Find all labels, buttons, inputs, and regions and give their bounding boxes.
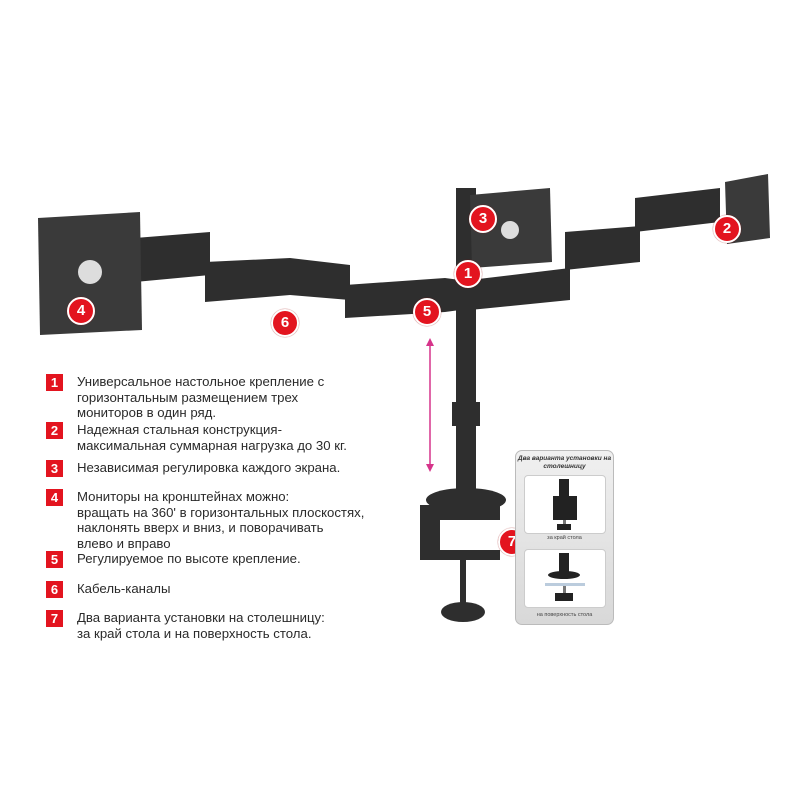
feature-text: Регулируемое по высоте крепление.	[77, 551, 301, 566]
left-inner-arm	[345, 278, 460, 318]
feature-number: 5	[46, 551, 63, 568]
feature-5: 5 Регулируемое по высоте крепление.	[46, 551, 301, 568]
feature-number: 1	[46, 374, 63, 391]
feature-text: Два варианта установки на столешницу: за…	[77, 610, 325, 641]
clamp-knob	[441, 602, 485, 622]
height-arrow	[426, 338, 434, 472]
right-inner-arm	[470, 268, 570, 310]
right-arm	[635, 188, 720, 232]
feature-4: 4 Мониторы на кронштейнах можно: вращать …	[46, 489, 364, 551]
clamp-screw	[460, 555, 466, 605]
height-collar	[452, 402, 480, 426]
marker-6: 6	[271, 309, 299, 337]
feature-number: 7	[46, 610, 63, 627]
marker-5: 5	[413, 298, 441, 326]
feature-number: 2	[46, 422, 63, 439]
inset-caption-edge: за край стола	[547, 535, 582, 541]
feature-7: 7 Два варианта установки на столешницу: з…	[46, 610, 325, 641]
surface-mount-image	[524, 549, 606, 608]
left-arm-segment	[205, 258, 350, 302]
feature-number: 6	[46, 581, 63, 598]
edge-mount-image	[524, 475, 606, 534]
feature-6: 6 Кабель-каналы	[46, 581, 170, 598]
feature-text: Универсальное настольное крепление с гор…	[77, 374, 325, 420]
feature-3: 3 Независимая регулировка каждого экрана.	[46, 460, 340, 477]
marker-1: 1	[454, 260, 482, 288]
clamp	[420, 505, 500, 560]
feature-1: 1 Универсальное настольное крепление с го…	[46, 374, 324, 421]
marker-2: 2	[713, 215, 741, 243]
inset-caption-surface: на поверхность стола	[536, 612, 593, 618]
feature-text: Независимая регулировка каждого экрана.	[77, 460, 341, 475]
right-arm-segment	[565, 226, 640, 270]
inset-title: Два варианта установки на столешницу	[517, 455, 612, 470]
feature-text: Мониторы на кронштейнах можно: вращать н…	[77, 489, 365, 551]
feature-text: Надежная стальная конструкция- максималь…	[77, 422, 347, 453]
left-arm	[135, 232, 210, 282]
marker-4: 4	[67, 297, 95, 325]
feature-2: 2 Надежная стальная конструкция- максимал…	[46, 422, 347, 453]
installation-options-inset: Два варианта установки на столешницу за …	[515, 450, 614, 625]
marker-3: 3	[469, 205, 497, 233]
feature-number: 4	[46, 489, 63, 506]
feature-number: 3	[46, 460, 63, 477]
feature-text: Кабель-каналы	[77, 581, 171, 596]
